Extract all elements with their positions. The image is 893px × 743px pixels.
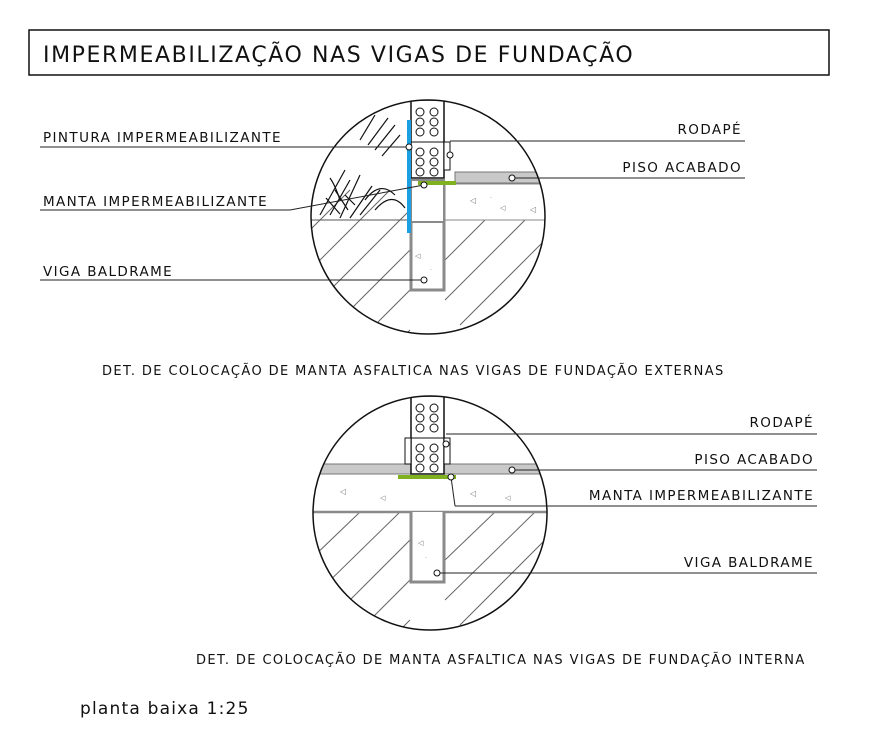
sheet-title: IMPERMEABILIZAÇÃO NAS VIGAS DE FUNDAÇÃO <box>43 41 634 68</box>
svg-text:◁: ◁ <box>469 196 476 205</box>
label-rodape: RODAPÉ <box>678 121 742 138</box>
subfloor-1 <box>444 183 545 221</box>
svg-text:·: · <box>430 267 432 274</box>
caption-detail-2: DET. DE COLOCAÇÃO DE MANTA ASFALTICA NAS… <box>196 652 806 668</box>
label-viga-baldrame-2: VIGA BALDRAME <box>684 555 814 571</box>
concrete-speckles-1: ◁ ◁ ◁ ◁ · · <box>415 195 536 274</box>
svg-text:◁: ◁ <box>500 204 506 212</box>
label-manta-impermeabilizante-2: MANTA IMPERMEABILIZANTE <box>589 488 814 504</box>
label-piso-acabado-2: PISO ACABADO <box>694 452 814 468</box>
vegetation-1 <box>319 114 406 219</box>
label-viga-baldrame: VIGA BALDRAME <box>43 264 173 280</box>
brick-wall-2 <box>410 396 445 475</box>
viga-baldrame-2 <box>409 512 446 584</box>
scale-note: planta baixa 1:25 <box>80 699 250 719</box>
svg-text:◁: ◁ <box>418 539 424 547</box>
brick-wall-1 <box>410 100 445 179</box>
svg-text:◁: ◁ <box>380 494 386 502</box>
label-piso-acabado: PISO ACABADO <box>622 160 742 176</box>
caption-detail-1: DET. DE COLOCAÇÃO DE MANTA ASFALTICA NAS… <box>102 363 725 379</box>
label-rodape-2: RODAPÉ <box>750 414 814 431</box>
leaders-2 <box>433 433 817 577</box>
title-box <box>28 29 830 76</box>
detail-2: ◁ ◁ ◁ ◁ ◁ · <box>196 395 817 668</box>
concrete-speckles-2: ◁ ◁ ◁ ◁ ◁ · <box>339 487 511 562</box>
rodape-2-left <box>404 437 412 465</box>
svg-text:◁: ◁ <box>469 489 476 498</box>
svg-text:◁: ◁ <box>415 252 421 260</box>
svg-text:◁: ◁ <box>529 205 536 214</box>
svg-text:◁: ◁ <box>339 487 346 496</box>
rodape-2-right <box>443 437 451 465</box>
svg-text:◁: ◁ <box>505 494 511 502</box>
label-manta-impermeabilizante: MANTA IMPERMEABILIZANTE <box>43 194 268 210</box>
leaders-1 <box>40 140 745 284</box>
detail-circle-2 <box>312 395 548 631</box>
svg-text:·: · <box>490 195 492 202</box>
detail-1: ◁ ◁ ◁ ◁ · · <box>40 99 745 379</box>
piso-acabado-1 <box>454 171 545 184</box>
svg-text:·: · <box>425 555 427 562</box>
detail-circle-1 <box>310 99 546 335</box>
label-pintura-impermeabilizante: PINTURA IMPERMEABILIZANTE <box>43 130 282 146</box>
